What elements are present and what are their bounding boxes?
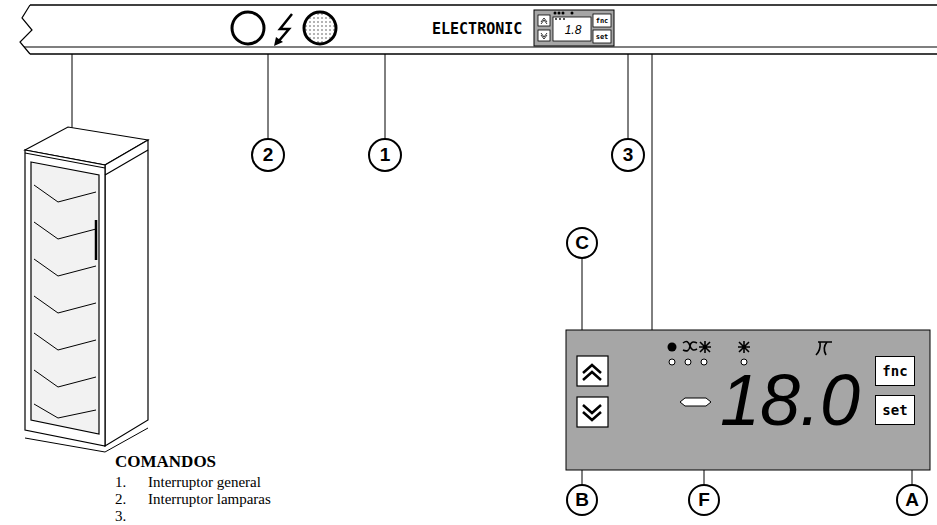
callout-number: 2 <box>263 144 274 166</box>
brand-text: ELECTRONIC <box>432 20 522 38</box>
button-label: fnc <box>596 17 609 25</box>
list-number: 3. <box>115 508 126 525</box>
callout-number: 3 <box>623 144 634 166</box>
button-label: fnc <box>882 363 907 379</box>
list-number: 2. <box>115 491 126 508</box>
controller-panel <box>566 330 930 470</box>
button-label: set <box>596 33 609 41</box>
main-switch <box>304 12 336 44</box>
callout-number: B <box>575 489 589 511</box>
display-reading: 18.0 <box>720 359 860 441</box>
callout-number: C <box>575 232 589 254</box>
list-item: Interruptor lamparas <box>148 491 271 508</box>
callout-number: 1 <box>380 144 391 166</box>
button-box: fnc <box>875 356 915 386</box>
callout-number: F <box>698 489 710 511</box>
controller-icon <box>534 10 614 46</box>
button-label: set <box>882 402 907 418</box>
list-item: Interruptor general <box>148 474 261 491</box>
list-number: 1. <box>115 474 126 491</box>
button-box: set <box>875 395 915 425</box>
display-reading: 1.8 <box>565 23 582 37</box>
callout-number: A <box>905 489 919 511</box>
fridge-illustration <box>25 127 148 452</box>
control-bar <box>20 5 937 54</box>
list-title: COMANDOS <box>115 452 216 472</box>
leader-lines <box>72 54 912 485</box>
lamp-switch <box>232 12 264 44</box>
lightning-symbol <box>274 14 292 46</box>
